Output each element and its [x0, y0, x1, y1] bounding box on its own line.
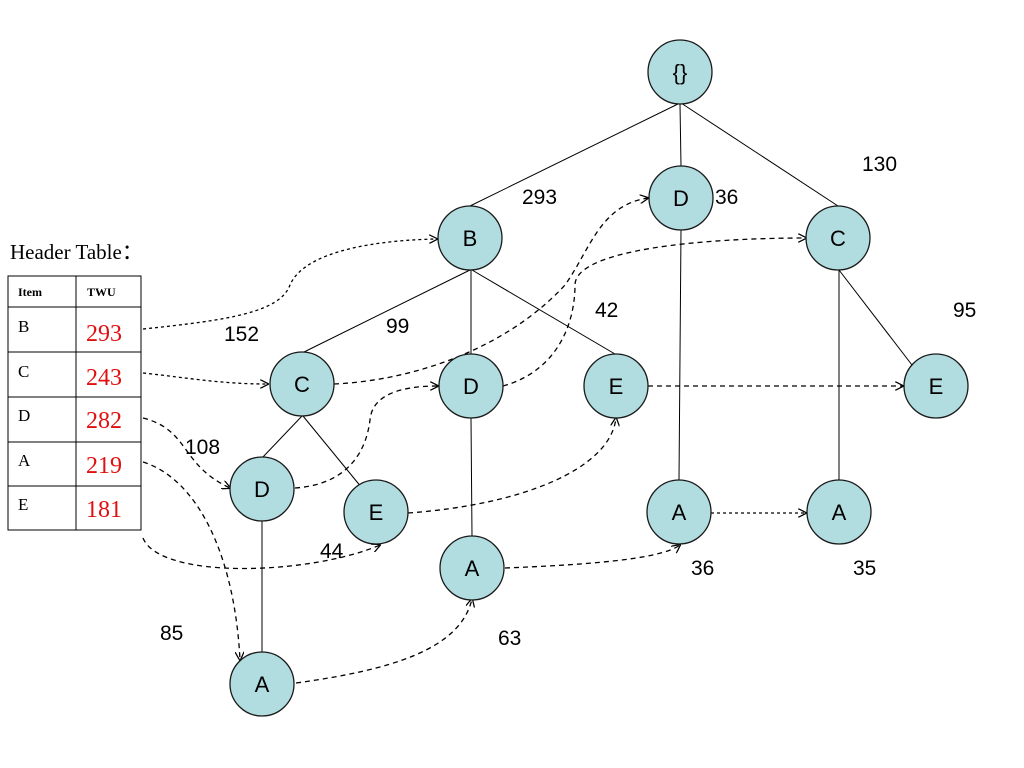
link-e-e	[407, 418, 616, 514]
twu-cell: 293	[86, 321, 122, 347]
link-d-d-top	[502, 238, 806, 387]
tree-node-bd: D	[438, 353, 504, 419]
tree-node-bce: E	[343, 479, 409, 545]
link-a-a-right	[504, 545, 680, 569]
item-cell: A	[18, 451, 31, 470]
edge-d-a	[678, 229, 682, 481]
link-header-b	[142, 239, 437, 330]
tree-node-root: {}	[647, 39, 713, 105]
tree-node-da: A	[646, 479, 712, 545]
tree-node-be: E	[583, 353, 649, 419]
link-a-a	[295, 599, 472, 684]
twu-cell: 219	[86, 453, 122, 479]
node-label: E	[929, 374, 944, 399]
edge-b-c	[301, 269, 471, 354]
node-label: B	[463, 226, 478, 251]
link-header-c	[142, 372, 268, 384]
header-table: Header Table： Item TWU B 293 C 243 D 282…	[7, 240, 143, 531]
node-links	[142, 198, 903, 684]
weight-bd: 99	[386, 315, 409, 338]
tree-node-bda: A	[439, 535, 505, 601]
edge-root-d	[679, 103, 682, 167]
edge-b-e	[471, 269, 616, 355]
weight-ca: 35	[853, 557, 876, 580]
weight-bc: 152	[224, 323, 259, 346]
edge-root-c	[680, 102, 839, 207]
tree-edges	[261, 102, 913, 652]
edge-bc-d	[261, 415, 303, 459]
item-cell: D	[18, 406, 30, 425]
weight-bcda: 85	[160, 622, 183, 645]
tree-node-bc: C	[269, 351, 335, 417]
node-label: D	[254, 477, 270, 502]
weight-c-top: 130	[862, 153, 897, 176]
weight-ce: 95	[953, 299, 976, 322]
tree-node-ce: E	[903, 353, 969, 419]
link-header-a	[142, 461, 240, 660]
node-weights: 293 36 130 152 99 42 95 108 44 85 63 36 …	[160, 153, 976, 650]
weight-d-top: 36	[715, 186, 738, 209]
node-label: E	[609, 374, 624, 399]
edge-bc-e	[302, 415, 363, 489]
edge-bd-a	[470, 417, 473, 537]
tree-node-bcda: A	[229, 651, 295, 717]
edge-c-e	[838, 269, 913, 366]
node-label: A	[255, 672, 270, 697]
header-table-title: Header Table：	[10, 240, 143, 264]
node-label: A	[465, 556, 480, 581]
header-table-border	[7, 275, 142, 531]
weight-bda: 63	[498, 627, 521, 650]
tree-node-c-top: C	[805, 205, 871, 271]
tree-node-ca: A	[806, 479, 872, 545]
weight-da: 36	[691, 557, 714, 580]
link-header-e	[142, 537, 380, 570]
twu-cell: 243	[86, 365, 122, 391]
node-label: C	[830, 226, 846, 251]
node-label: D	[463, 374, 479, 399]
column-header-item: Item	[18, 285, 42, 299]
edge-root-b	[469, 102, 681, 207]
weight-bcd: 108	[185, 436, 220, 459]
item-cell: B	[18, 317, 29, 336]
column-header-twu: TWU	[87, 285, 116, 299]
twu-cell: 282	[86, 408, 122, 434]
weight-be: 42	[595, 299, 618, 322]
tree-nodes: {} B D C C D E E	[229, 39, 969, 717]
link-c-c	[333, 198, 648, 385]
weight-bce: 44	[320, 540, 344, 563]
node-label: A	[832, 500, 847, 525]
link-d-d	[294, 386, 438, 489]
node-label: E	[369, 500, 384, 525]
item-cell: C	[18, 362, 29, 381]
node-label: D	[673, 186, 689, 211]
tree-node-d-top: D	[648, 165, 714, 231]
node-label: {}	[673, 60, 688, 85]
twu-cell: 181	[86, 497, 122, 523]
tree-node-bcd: D	[229, 456, 295, 522]
node-label: C	[294, 372, 310, 397]
tree-node-b: B	[437, 205, 503, 271]
weight-b: 293	[522, 186, 557, 209]
node-label: A	[672, 500, 687, 525]
item-cell: E	[18, 495, 28, 514]
